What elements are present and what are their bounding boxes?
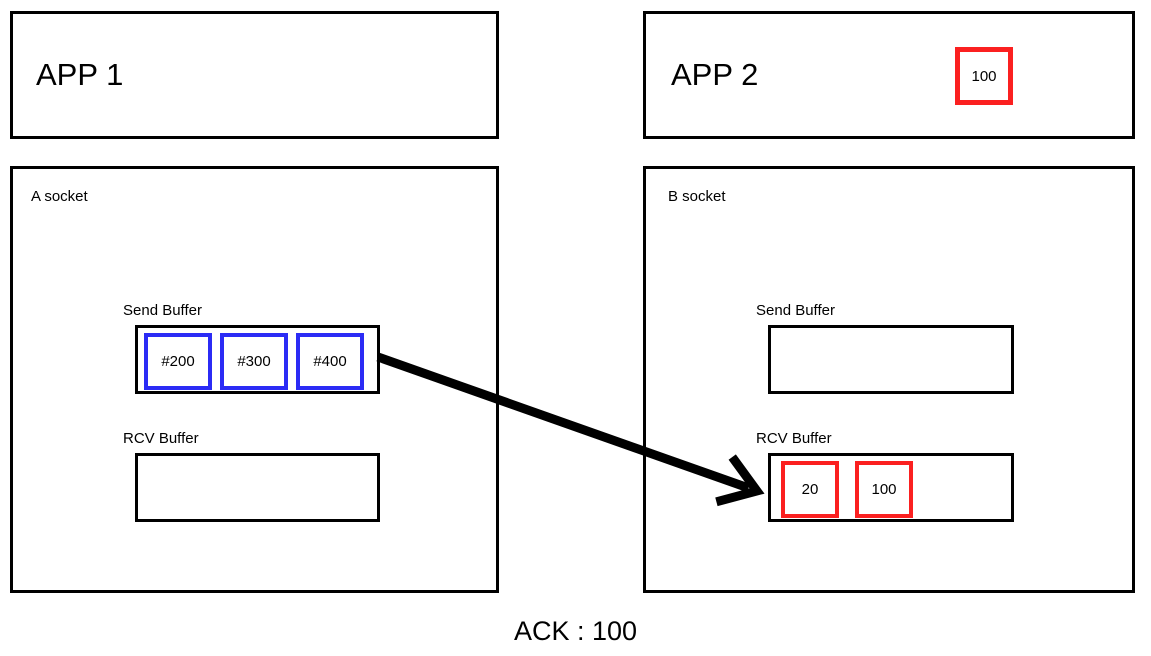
a-send-buffer-segments: #200 #300 #400 [144,333,364,390]
b-socket-label: B socket [668,188,726,205]
b-rcv-buffer-label: RCV Buffer [756,430,832,447]
b-rcv-buffer-segments-cell-0-label: 20 [801,481,819,498]
a-send-buffer-box: #200 #300 #400 [135,325,380,394]
b-rcv-buffer-segments-cell-1: 100 [855,461,913,518]
a-send-buffer-segments-cell-0-label: #200 [161,353,195,370]
a-socket-label: A socket [31,188,88,205]
a-rcv-buffer-label: RCV Buffer [123,430,199,447]
a-socket-panel: A socket Send Buffer #200 #300 #400 RCV Bu… [10,166,499,593]
app2-panel: APP 2 100 [643,11,1135,139]
b-rcv-buffer-segments-cell-1-label: 100 [871,481,897,498]
b-rcv-buffer-segments-cell-0: 20 [781,461,839,518]
app2-title: APP 2 [671,57,759,92]
b-send-buffer-box [768,325,1014,394]
app2-token-value: 100 [971,67,997,85]
a-send-buffer-segments-cell-2-label: #400 [313,353,347,370]
a-send-buffer-segments-cell-2: #400 [296,333,364,390]
a-send-buffer-segments-cell-1: #300 [220,333,288,390]
app1-title: APP 1 [36,57,124,92]
a-send-buffer-segments-cell-1-label: #300 [237,353,271,370]
a-send-buffer-label: Send Buffer [123,302,202,319]
a-rcv-buffer-box [135,453,380,522]
b-send-buffer-label: Send Buffer [756,302,835,319]
a-send-buffer-segments-cell-0: #200 [144,333,212,390]
b-rcv-buffer-box: 20 100 [768,453,1014,522]
app2-token-box: 100 [955,47,1013,105]
b-rcv-buffer-segments: 20 100 [781,461,913,518]
app1-panel: APP 1 [10,11,499,139]
b-socket-panel: B socket Send Buffer RCV Buffer 20 100 [643,166,1135,593]
ack-caption: ACK : 100 [513,616,638,646]
